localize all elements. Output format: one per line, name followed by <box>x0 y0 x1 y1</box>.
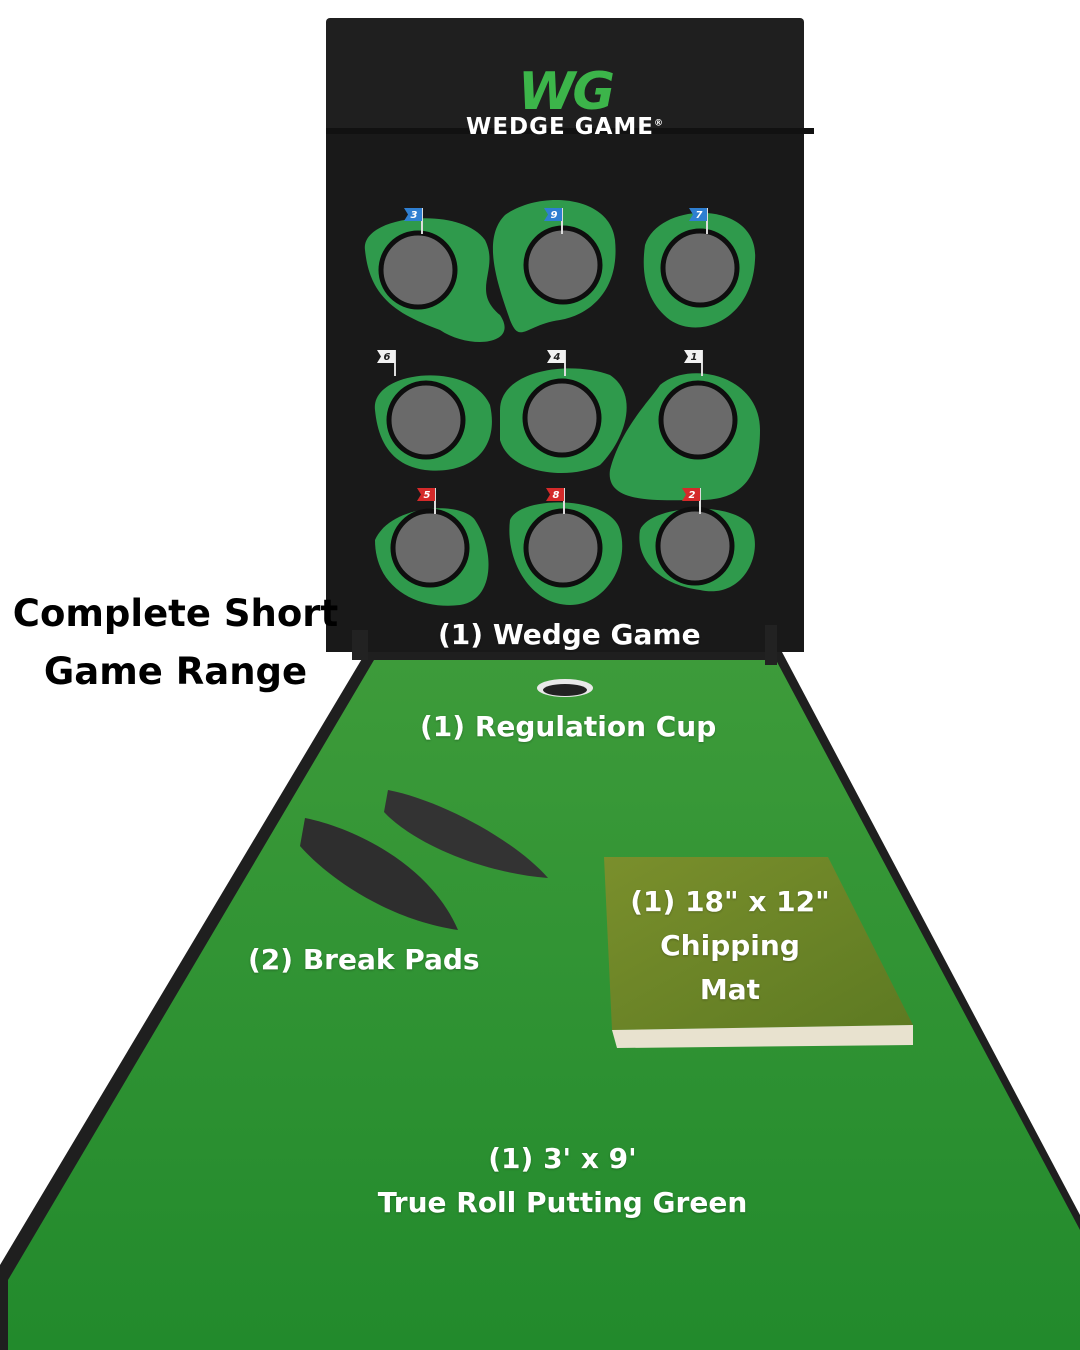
target-flag-6: 6 <box>377 350 396 376</box>
regulation-cup-label: (1) Regulation Cup <box>420 710 717 743</box>
brand-name: WEDGE GAME® <box>465 114 665 140</box>
break-pads-label: (2) Break Pads <box>248 943 480 976</box>
target-hole <box>658 380 738 460</box>
flag-number: 4 <box>553 352 561 363</box>
target-hole <box>522 378 602 458</box>
target-holes <box>378 225 740 588</box>
brand-letters: WG <box>517 62 615 122</box>
page-title: Complete Short Game Range <box>8 585 343 701</box>
putting-green-label: (1) 3' x 9' True Roll Putting Green <box>377 1142 748 1219</box>
flag-icon <box>684 350 702 363</box>
flag-number: 5 <box>424 490 431 501</box>
flag-icon <box>417 488 435 501</box>
flag-number: 7 <box>696 210 703 221</box>
flag-icon <box>377 350 395 363</box>
chipping-mat-label: (1) 18" x 12" Chipping Mat <box>630 885 830 1006</box>
flag-icon <box>547 350 565 363</box>
title-line-2: Game Range <box>43 650 308 693</box>
wedge-game-label: (1) Wedge Game <box>438 618 701 651</box>
target-hole <box>523 225 603 305</box>
flag-number: 8 <box>553 490 560 501</box>
target-flag-1: 1 <box>684 350 703 376</box>
target-flag-9: 9 <box>544 208 563 234</box>
target-flag-5: 5 <box>417 488 436 514</box>
target-flag-2: 2 <box>682 488 701 514</box>
flag-number: 1 <box>691 352 698 363</box>
target-hole <box>386 380 466 460</box>
break-pad <box>384 790 548 878</box>
brand-logo: WG WEDGE GAME® <box>326 18 804 140</box>
target-flag-8: 8 <box>546 488 565 514</box>
target-hole <box>655 506 735 586</box>
target-hole <box>378 230 458 310</box>
flag-icon <box>546 488 564 501</box>
flag-number: 9 <box>551 210 558 221</box>
flag-icon <box>404 208 422 221</box>
flag-number: 3 <box>411 210 418 221</box>
target-hole <box>523 508 603 588</box>
target-flag-7: 7 <box>689 208 708 234</box>
break-pad <box>300 818 458 930</box>
flag-number: 2 <box>689 490 696 501</box>
flag-icon <box>544 208 562 221</box>
flag-icon <box>689 208 707 221</box>
target-hole <box>390 508 470 588</box>
target-flag-3: 3 <box>404 208 423 234</box>
flag-number: 6 <box>384 352 391 363</box>
target-hole <box>660 228 740 308</box>
flag-icon <box>682 488 700 501</box>
title-line-1: Complete Short <box>12 592 339 635</box>
target-flag-4: 4 <box>547 350 566 376</box>
